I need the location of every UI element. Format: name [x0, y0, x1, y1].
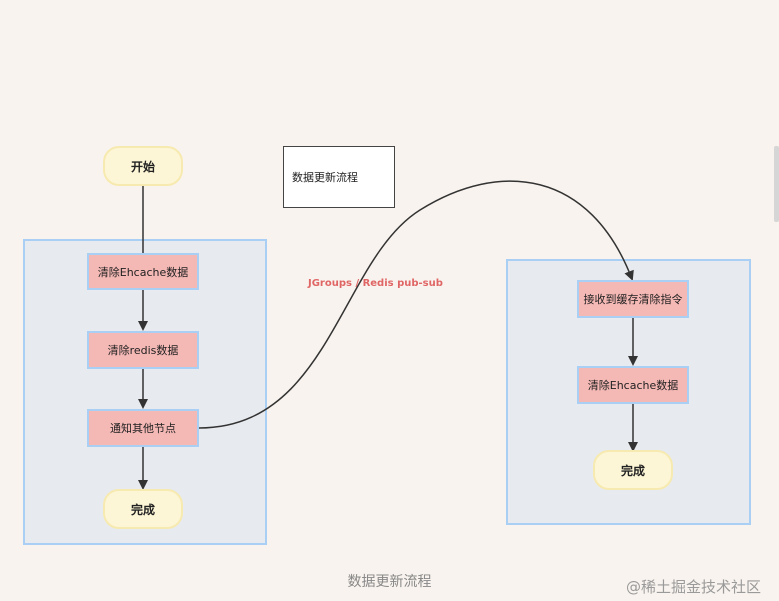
right-clear-ehcache-node: 清除Ehcache数据 [577, 366, 689, 404]
receive-clear-command-label: 接收到缓存清除指令 [583, 293, 683, 306]
clear-redis-label: 清除redis数据 [107, 344, 179, 357]
scrollbar-handle[interactable] [774, 146, 779, 222]
notify-other-nodes-label: 通知其他节点 [110, 422, 176, 435]
clear-redis-node: 清除redis数据 [87, 331, 199, 369]
right-end-node: 完成 [593, 450, 673, 490]
watermark: @稀土掘金技术社区 [626, 578, 762, 596]
connector-notify-curve [198, 180, 634, 429]
receive-clear-command-node: 接收到缓存清除指令 [577, 280, 689, 318]
figure-caption: 数据更新流程 [347, 574, 432, 590]
clear-ehcache-node: 清除Ehcache数据 [87, 253, 199, 290]
left-end-node: 完成 [103, 489, 183, 529]
diagram-title-text: 数据更新流程 [292, 171, 358, 184]
left-end-label: 完成 [130, 502, 155, 517]
notify-other-nodes-node: 通知其他节点 [87, 409, 199, 447]
diagram-title-box: 数据更新流程 [283, 146, 395, 208]
start-node-label: 开始 [130, 159, 155, 174]
right-end-label: 完成 [620, 463, 645, 478]
edge-label-transport: JGroups / Redis pub-sub [308, 278, 443, 289]
start-node: 开始 [103, 146, 183, 186]
right-clear-ehcache-label: 清除Ehcache数据 [587, 379, 679, 392]
clear-ehcache-label: 清除Ehcache数据 [97, 265, 189, 279]
